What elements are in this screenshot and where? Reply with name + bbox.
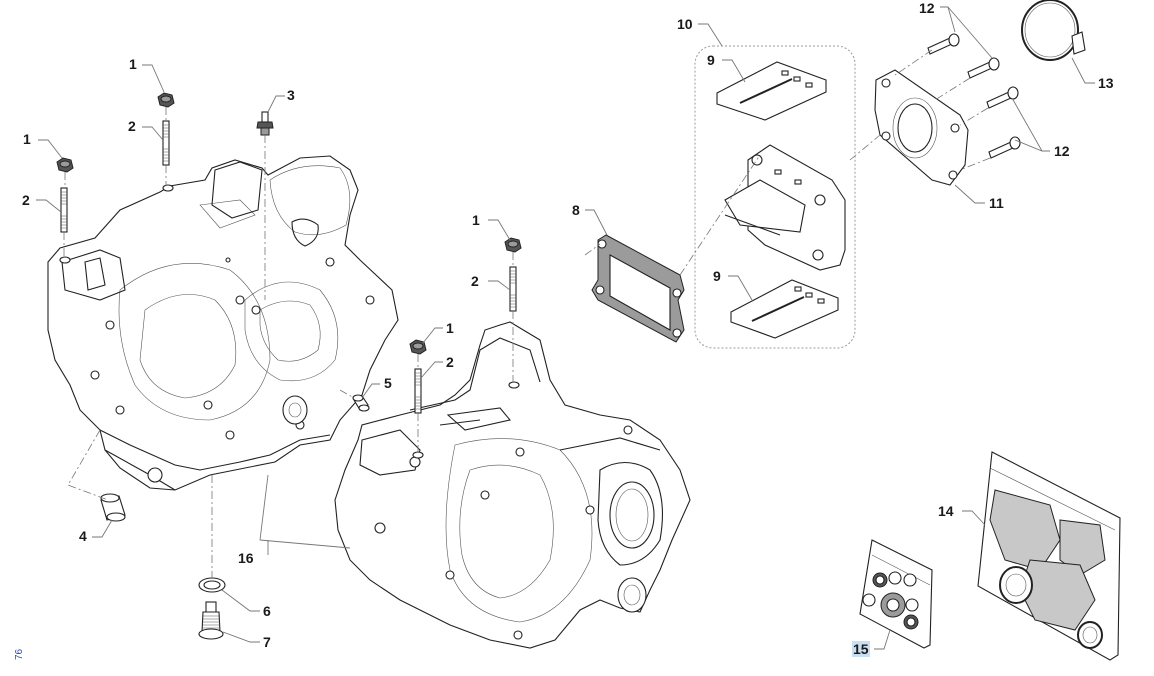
drain-plug-7[interactable] xyxy=(198,601,224,640)
callout-11[interactable]: 11 xyxy=(989,195,1004,211)
callout-2-right-upper[interactable]: 2 xyxy=(471,273,479,289)
flange-nut-1c[interactable] xyxy=(504,237,522,253)
assembly-lines xyxy=(63,49,991,578)
callout-1-left-upper[interactable]: 1 xyxy=(129,56,137,72)
callout-15-highlighted[interactable]: 15 xyxy=(852,641,870,657)
flange-nut-1d[interactable] xyxy=(409,339,427,355)
callout-16[interactable]: 16 xyxy=(238,550,254,566)
dowel-4[interactable] xyxy=(100,493,126,522)
callout-4[interactable]: 4 xyxy=(79,528,87,544)
callout-13[interactable]: 13 xyxy=(1098,75,1114,91)
reed-petal-9b[interactable] xyxy=(730,279,839,339)
callout-9-lower[interactable]: 9 xyxy=(713,268,721,284)
reed-petal-9a[interactable] xyxy=(716,61,827,121)
seal-kit-15[interactable] xyxy=(859,539,933,649)
callout-9-upper[interactable]: 9 xyxy=(707,52,715,68)
callout-7[interactable]: 7 xyxy=(263,634,271,650)
callout-2-left-upper[interactable]: 2 xyxy=(128,118,136,134)
callout-3[interactable]: 3 xyxy=(287,87,295,103)
washer-6[interactable] xyxy=(198,577,226,593)
callout-14[interactable]: 14 xyxy=(938,503,954,519)
bolt-3[interactable] xyxy=(256,111,274,136)
intake-manifold-11[interactable] xyxy=(874,69,969,186)
callout-8[interactable]: 8 xyxy=(572,202,580,218)
callout-1-right-upper[interactable]: 1 xyxy=(472,212,480,228)
stud-2d[interactable] xyxy=(509,266,517,312)
bolt-12d[interactable] xyxy=(988,136,1021,159)
callout-12-upper[interactable]: 12 xyxy=(919,0,935,16)
flange-nut-1a[interactable] xyxy=(56,157,74,173)
bolt-12b[interactable] xyxy=(967,57,1000,79)
leader-lines xyxy=(36,6,1095,650)
reed-block[interactable] xyxy=(724,144,846,271)
callout-6[interactable]: 6 xyxy=(263,603,271,619)
stud-2b[interactable] xyxy=(162,120,170,166)
page-number: 76 xyxy=(14,648,25,660)
callout-2-left-lower[interactable]: 2 xyxy=(22,192,30,208)
reed-gasket-8[interactable] xyxy=(591,234,685,343)
callout-1-left-lower[interactable]: 1 xyxy=(23,131,31,147)
callout-2-right-lower[interactable]: 2 xyxy=(446,354,454,370)
left-crankcase-half[interactable] xyxy=(47,155,399,491)
reed-valve-kit-boundary xyxy=(694,45,856,349)
flange-nut-1b[interactable] xyxy=(157,92,175,108)
callout-1-right-lower[interactable]: 1 xyxy=(446,320,454,336)
gasket-kit-14[interactable] xyxy=(977,451,1121,661)
dowel-5[interactable] xyxy=(352,394,370,412)
bolt-12c[interactable] xyxy=(986,86,1019,109)
right-crankcase-half[interactable] xyxy=(334,321,691,649)
callout-5[interactable]: 5 xyxy=(384,375,392,391)
bolt-12a[interactable] xyxy=(927,33,960,55)
callout-10[interactable]: 10 xyxy=(677,16,693,32)
callout-12-lower[interactable]: 12 xyxy=(1054,143,1070,159)
stud-2c[interactable] xyxy=(414,368,422,414)
hose-clamp-13[interactable] xyxy=(1021,0,1086,61)
stud-2a[interactable] xyxy=(60,187,68,233)
